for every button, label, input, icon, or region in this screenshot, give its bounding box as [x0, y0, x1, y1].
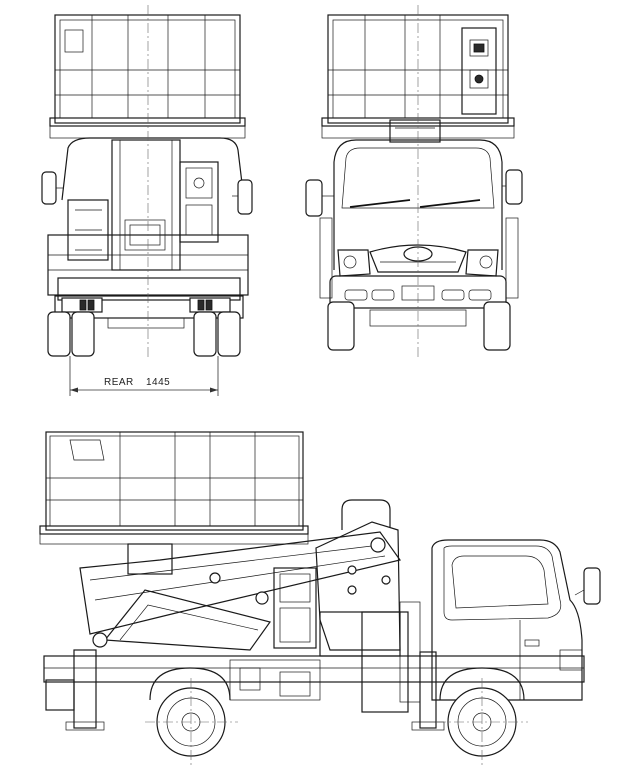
side-platform-basket [39, 431, 309, 545]
dimension-value: 1445 [146, 377, 170, 388]
rear-platform-basket [49, 14, 246, 139]
rear-wheel [149, 667, 231, 757]
dimension-label: REAR [104, 377, 134, 388]
rear-track-dimension: REAR 1445 [69, 356, 219, 396]
front-view [305, 5, 523, 360]
side-cab [431, 539, 601, 701]
side-view [39, 431, 601, 765]
rear-view [41, 5, 253, 360]
